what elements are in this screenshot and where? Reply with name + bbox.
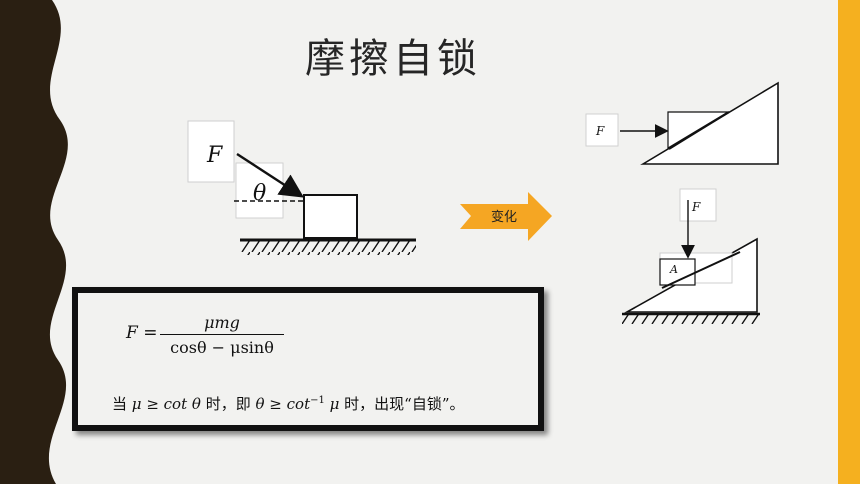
right-top-diagram: F xyxy=(585,81,779,165)
right-bottom-diagram: A F xyxy=(622,188,760,324)
force-arrow xyxy=(236,152,305,198)
contact-line xyxy=(668,111,730,150)
ground-hatch xyxy=(240,241,416,255)
block-label: A xyxy=(669,263,678,276)
physics-diagrams: F θ 变化 F A xyxy=(187,81,779,324)
force-label: F xyxy=(595,124,605,138)
condition-suffix: 时，出现“自锁”。 xyxy=(344,395,465,413)
condition-sup: −1 xyxy=(310,395,325,406)
contact-line xyxy=(661,251,741,289)
force-label-box xyxy=(187,120,235,183)
formula-lhs: F = xyxy=(126,323,158,343)
self-lock-condition: 当 μ ≥ cot θ 时，即 θ ≥ cot−1 μ 时，出现“自锁”。 xyxy=(112,393,465,414)
condition-middle: 时，即 xyxy=(205,395,251,413)
angle-label: θ xyxy=(253,181,266,206)
left-block-diagram: F θ xyxy=(187,120,416,255)
condition-mu: μ ≥ cot θ xyxy=(131,395,201,413)
force-label: F xyxy=(691,200,701,214)
condition-theta: θ ≥ cot xyxy=(255,395,311,413)
condition-mu2: μ xyxy=(329,395,340,413)
block xyxy=(303,194,358,239)
force-label-box xyxy=(679,188,717,222)
force-label-box xyxy=(585,113,619,147)
right-accent-bar xyxy=(838,0,860,484)
page-title: 摩擦自锁 xyxy=(305,36,481,82)
formula-numerator: μmg xyxy=(160,313,284,335)
condition-prefix: 当 xyxy=(112,395,128,413)
change-arrow: 变化 xyxy=(460,192,552,241)
ground-hatch xyxy=(622,315,760,324)
formula-denominator: cosθ − μsinθ xyxy=(170,338,274,357)
force-label: F xyxy=(206,143,223,168)
formula-fraction: μmg cosθ − μsinθ xyxy=(160,313,284,357)
formula-box: F = μmg cosθ − μsinθ 当 μ ≥ cot θ 时，即 θ ≥… xyxy=(72,287,544,431)
left-wave-border xyxy=(0,0,68,484)
change-arrow-label: 变化 xyxy=(491,209,517,225)
